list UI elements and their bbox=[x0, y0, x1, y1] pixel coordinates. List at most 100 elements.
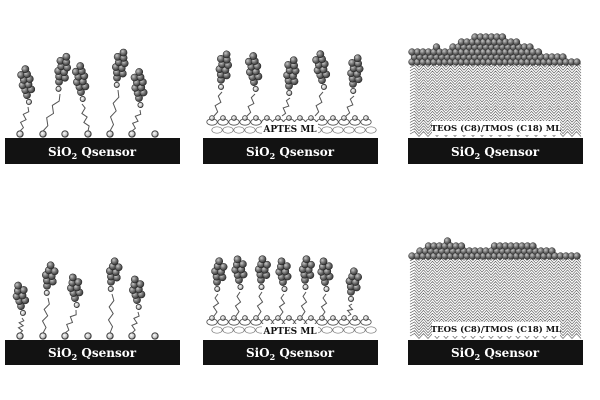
atom-sphere bbox=[289, 56, 298, 65]
amine-ring bbox=[297, 315, 303, 321]
aptes-loop bbox=[354, 326, 366, 334]
anchor-ring bbox=[84, 332, 92, 340]
molecule-cluster bbox=[129, 275, 146, 310]
alkyl-chain-row bbox=[409, 266, 582, 273]
aptes-loop bbox=[222, 126, 234, 134]
linker-ring bbox=[286, 89, 293, 96]
alkyl-chain-row bbox=[409, 96, 582, 103]
layer-label: TEOS (C8)/TMOS (C18) ML bbox=[431, 324, 561, 335]
linker-ring bbox=[348, 295, 355, 302]
anchor-ring bbox=[151, 130, 159, 138]
atom-sphere bbox=[249, 52, 258, 60]
tether-chain bbox=[212, 293, 220, 317]
amine-ring bbox=[275, 315, 281, 321]
alkyl-chain-row bbox=[409, 73, 582, 80]
amine-ring bbox=[264, 115, 270, 121]
anchor-ring bbox=[151, 332, 159, 340]
atom-sphere bbox=[110, 257, 119, 266]
alkyl-chain-row bbox=[409, 113, 582, 120]
amine-ring bbox=[308, 115, 314, 121]
molecule-cluster bbox=[312, 50, 331, 90]
molecule-cluster bbox=[54, 52, 72, 92]
panel-5: SiO2 Qsensor bbox=[203, 340, 378, 365]
atom-sphere bbox=[74, 278, 83, 286]
atom-sphere bbox=[21, 65, 30, 73]
amine-ring bbox=[341, 315, 347, 321]
alkyl-chain-row bbox=[409, 110, 582, 117]
molecule-cluster bbox=[106, 257, 123, 292]
tether-chain bbox=[213, 91, 223, 117]
substrate-label: SiO2 Qsensor bbox=[48, 145, 137, 161]
substrate-bar bbox=[408, 340, 583, 365]
tether-chain bbox=[300, 291, 308, 317]
atom-sphere bbox=[350, 267, 358, 276]
layer-label: TEOS (C8)/TMOS (C18) ML bbox=[431, 123, 561, 134]
anchor-ring bbox=[106, 130, 114, 138]
linker-ring bbox=[302, 283, 309, 290]
atom-sphere bbox=[219, 263, 228, 271]
molecule-cluster bbox=[71, 62, 90, 102]
molecule-cluster bbox=[347, 54, 364, 94]
panel-3-layer bbox=[408, 33, 582, 138]
tether-chain bbox=[64, 309, 77, 334]
molecule-cluster bbox=[298, 255, 315, 290]
atom-sphere bbox=[316, 50, 325, 58]
atom-sphere bbox=[512, 38, 521, 46]
tether-chain bbox=[131, 109, 142, 132]
tether-chain bbox=[42, 93, 61, 132]
amine-ring bbox=[330, 115, 336, 121]
tether-chain bbox=[107, 293, 115, 334]
alkyl-chain-row bbox=[409, 306, 582, 314]
molecule-cluster bbox=[211, 257, 228, 292]
linker-ring bbox=[237, 283, 244, 290]
molecule-cluster bbox=[254, 255, 271, 290]
tether-chain bbox=[256, 291, 264, 317]
atom-sphere bbox=[529, 242, 537, 250]
amine-ring bbox=[352, 315, 358, 321]
linker-ring bbox=[258, 283, 265, 290]
alkyl-chain-row bbox=[409, 272, 582, 279]
tether-chain bbox=[234, 291, 242, 317]
molecule-cluster bbox=[12, 281, 30, 316]
atom-sphere bbox=[258, 255, 267, 264]
molecule-cluster bbox=[42, 261, 59, 296]
amine-ring bbox=[341, 115, 347, 121]
atom-sphere bbox=[46, 261, 55, 270]
molecule-cluster bbox=[231, 255, 248, 290]
amine-ring bbox=[220, 315, 226, 321]
tether-chain bbox=[81, 103, 90, 132]
substrate-label: SiO2 Qsensor bbox=[48, 346, 137, 362]
molecule-cluster bbox=[67, 273, 84, 308]
alkyl-chain-row bbox=[409, 280, 582, 288]
atom-sphere bbox=[354, 273, 362, 281]
alkyl-chain-row bbox=[409, 304, 582, 311]
molecule-cluster bbox=[317, 257, 334, 292]
aptes-loop bbox=[233, 326, 245, 334]
amine-ring bbox=[231, 115, 237, 121]
substrate-bar bbox=[408, 138, 583, 164]
alkyl-chain-row bbox=[409, 292, 582, 299]
alkyl-chain-row bbox=[409, 90, 582, 97]
aptes-loop bbox=[244, 326, 256, 334]
amine-ring bbox=[209, 115, 215, 121]
amine-ring bbox=[308, 315, 314, 321]
alkyl-chain-row bbox=[409, 289, 582, 296]
amine-ring bbox=[209, 315, 215, 321]
panel-1: SiO2 Qsensor bbox=[5, 138, 180, 164]
alkyl-chain-row bbox=[409, 286, 582, 293]
linker-ring bbox=[218, 83, 225, 90]
aptes-loop bbox=[211, 126, 223, 134]
panel-2: SiO2 Qsensor bbox=[203, 138, 378, 164]
anchor-ring bbox=[39, 130, 47, 138]
molecule-cluster bbox=[275, 257, 292, 292]
atom-sphere bbox=[277, 257, 286, 266]
anchor-ring bbox=[16, 332, 24, 340]
alkyl-chain-row bbox=[409, 295, 582, 302]
alkyl-chain-row bbox=[409, 315, 582, 322]
atom-sphere bbox=[135, 68, 144, 76]
linker-ring bbox=[73, 301, 80, 308]
atom-sphere bbox=[119, 48, 128, 57]
atom-sphere bbox=[130, 275, 139, 284]
linker-ring bbox=[19, 309, 26, 316]
aptes-loop bbox=[222, 326, 234, 334]
